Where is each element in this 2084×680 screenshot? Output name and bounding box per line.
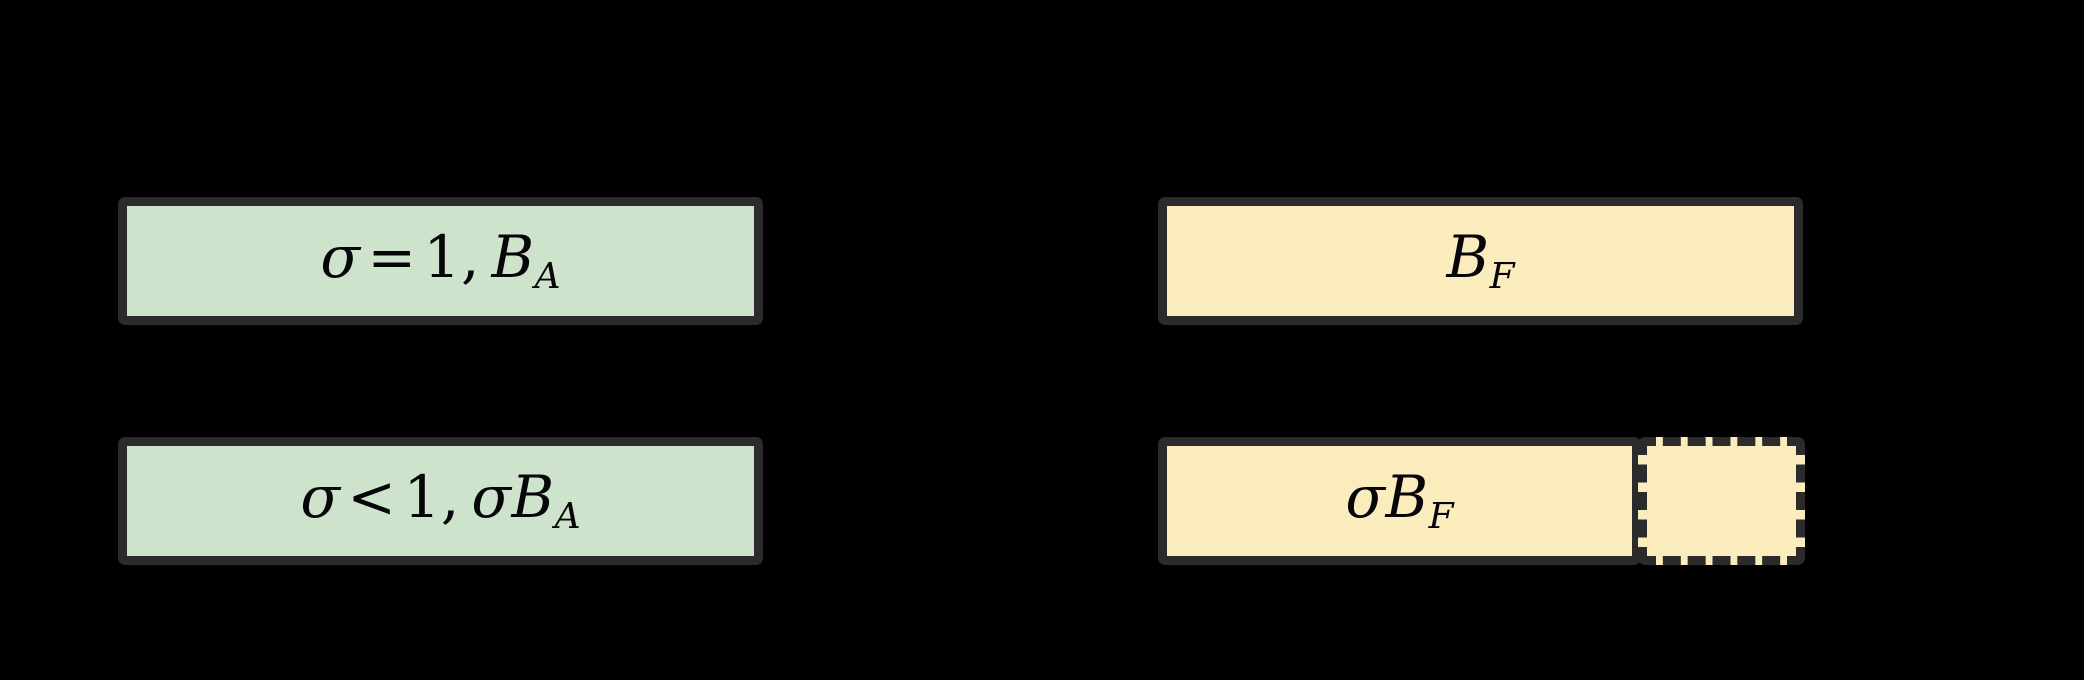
bar-sigma-bf[interactable]: σBF: [1158, 437, 1641, 565]
sigma-glyph: σ: [300, 462, 341, 531]
sigma-glyph: σ: [320, 222, 361, 291]
relation-glyph: =: [367, 222, 417, 291]
subscript-glyph: A: [554, 495, 581, 537]
bar-label-sigma-bf: σBF: [1345, 468, 1453, 535]
comma-glyph: ,: [460, 222, 480, 291]
subscript-glyph: F: [1489, 255, 1515, 297]
scale-sigma-glyph: σ: [1345, 462, 1386, 531]
bar-sigma-lt-one-sigma-ba[interactable]: σ<1,σBA: [118, 437, 763, 565]
scale-sigma-glyph: σ: [471, 462, 512, 531]
value-glyph: 1: [423, 222, 461, 291]
symbol-glyph: B: [491, 222, 535, 291]
value-glyph: 1: [403, 462, 441, 531]
subscript-glyph: F: [1428, 495, 1454, 537]
symbol-glyph: B: [1385, 462, 1429, 531]
bar-sigma-equals-one-ba[interactable]: σ=1,BA: [118, 197, 763, 325]
bar-label-sigma-lt-one-sigma-ba: σ<1,σBA: [300, 468, 580, 535]
symbol-glyph: B: [511, 462, 555, 531]
bar-label-sigma-equals-one-ba: σ=1,BA: [320, 228, 560, 295]
comma-glyph: ,: [440, 462, 460, 531]
bar-bf-remainder-ghost[interactable]: [1638, 437, 1805, 565]
symbol-glyph: B: [1446, 222, 1490, 291]
bar-label-bf: BF: [1446, 228, 1514, 295]
bar-bf[interactable]: BF: [1158, 197, 1803, 325]
subscript-glyph: A: [534, 255, 561, 297]
relation-glyph: <: [347, 462, 397, 531]
